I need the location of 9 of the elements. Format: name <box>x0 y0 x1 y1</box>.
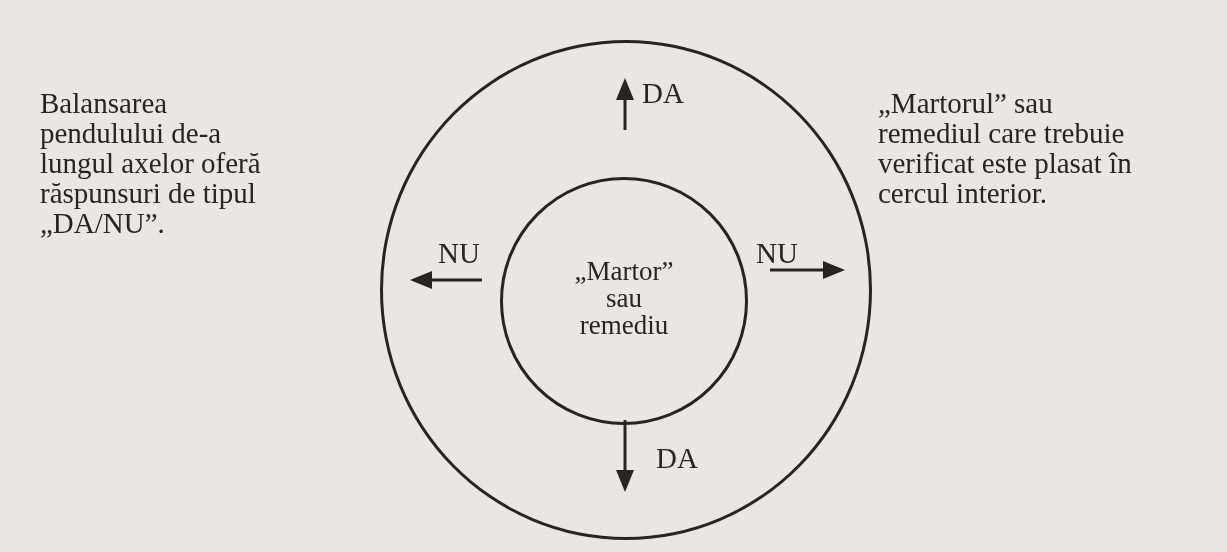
side-note: „Martorul” sau remediul care trebuie verificat este plasat în cercul interior. <box>878 88 1133 208</box>
answer-label: NU <box>438 238 480 268</box>
outer-circle <box>380 40 872 540</box>
side-note: Balansarea pendulului de-a lungul axelor oferă răspunsuri de tipul „DA/NU”. <box>40 88 262 238</box>
answer-label: DA <box>656 443 698 473</box>
inner-circle <box>500 177 748 425</box>
answer-label: DA <box>642 78 684 108</box>
answer-label: NU <box>756 238 798 268</box>
circle-label: „Martor” sau remediu <box>573 258 675 339</box>
